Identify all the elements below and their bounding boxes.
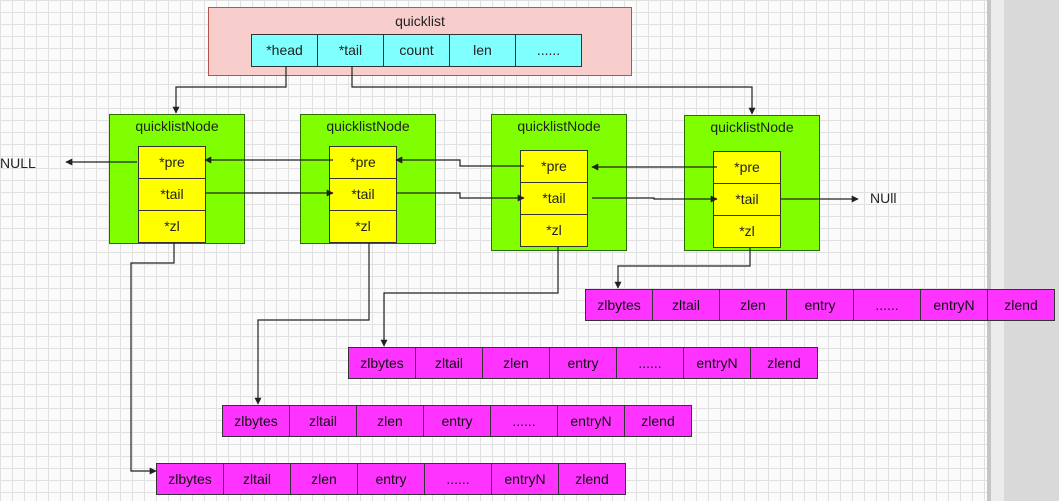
node-pointers: *pre *tail *zl	[520, 150, 588, 247]
ziplist-field-entry: entry	[549, 347, 617, 379]
ziplist-field-zlend: zlend	[558, 463, 626, 495]
quicklist-fields: *head *tail count len ......	[251, 34, 582, 67]
ziplist-field-zlend: zlend	[624, 405, 692, 437]
ziplist-field-zltail: zltail	[415, 347, 483, 379]
node-title: quicklistNode	[517, 118, 601, 134]
node-field-pre[interactable]: *pre	[520, 150, 588, 183]
canvas-right-panel	[987, 0, 1059, 501]
ziplist-field-entryn: entryN	[557, 405, 625, 437]
node-field-tail[interactable]: *tail	[329, 178, 397, 211]
null-label-right: NUll	[870, 190, 897, 206]
ziplist-field-zlbytes: zlbytes	[585, 289, 653, 321]
null-label-left: NULL	[0, 155, 36, 171]
ziplist-field-zlen: zlen	[482, 347, 550, 379]
node-title: quicklistNode	[710, 119, 794, 135]
ziplist-field-more: ......	[424, 463, 492, 495]
ziplist-field-zltail: zltail	[223, 463, 291, 495]
ziplist-field-more: ......	[490, 405, 558, 437]
node-title: quicklistNode	[135, 118, 219, 134]
ziplist-field-entryn: entryN	[491, 463, 559, 495]
ziplist-field-entry: entry	[786, 289, 854, 321]
quicklist-field-head[interactable]: *head	[251, 34, 318, 67]
ziplist-field-zlend: zlend	[750, 347, 818, 379]
node2-zl-arrow	[254, 243, 370, 405]
ziplist-field-more: ......	[853, 289, 921, 321]
ziplist-field-entryn: entryN	[920, 289, 988, 321]
node1-zl-arrow	[130, 243, 175, 475]
node3-prev-arrow	[395, 156, 524, 167]
quicklist-node-1[interactable]: quicklistNode *pre *tail *zl	[109, 114, 245, 244]
quicklist-node-3[interactable]: quicklistNode *pre *tail *zl	[491, 114, 627, 251]
node-field-zl[interactable]: *zl	[520, 214, 588, 247]
quicklist-field-len[interactable]: len	[449, 34, 516, 67]
ziplist-field-entry: entry	[357, 463, 425, 495]
ziplist-node-3[interactable]: zlbytes zltail zlen entry ...... entryN …	[348, 347, 818, 379]
ziplist-field-zltail: zltail	[652, 289, 720, 321]
ziplist-field-zlen: zlen	[719, 289, 787, 321]
ziplist-field-zlbytes: zlbytes	[348, 347, 416, 379]
node3-next-arrow	[592, 195, 718, 203]
quicklist-title: quicklist	[395, 13, 445, 29]
ziplist-field-zlen: zlen	[290, 463, 358, 495]
node-title: quicklistNode	[326, 118, 410, 134]
ziplist-field-more: ......	[616, 347, 684, 379]
ziplist-field-zlend: zlend	[987, 289, 1055, 321]
head-pointer-arrow	[172, 66, 287, 114]
ziplist-node-4[interactable]: zlbytes zltail zlen entry ...... entryN …	[585, 289, 1055, 321]
node-field-zl[interactable]: *zl	[713, 215, 781, 248]
ziplist-field-zlen: zlen	[356, 405, 424, 437]
node-field-zl[interactable]: *zl	[329, 210, 397, 243]
quicklist-field-tail[interactable]: *tail	[317, 34, 384, 67]
quicklist-struct[interactable]: quicklist *head *tail count len ......	[208, 7, 632, 76]
panel-edge	[987, 0, 991, 501]
node-field-tail[interactable]: *tail	[138, 178, 206, 211]
vertical-scrollbar[interactable]	[991, 0, 1004, 501]
node3-zl-arrow	[380, 247, 559, 347]
node2-next-arrow	[396, 192, 525, 202]
ziplist-node-2[interactable]: zlbytes zltail zlen entry ...... entryN …	[222, 405, 692, 437]
node-field-zl[interactable]: *zl	[138, 210, 206, 243]
ziplist-field-zltail: zltail	[289, 405, 357, 437]
quicklist-field-more[interactable]: ......	[515, 34, 582, 67]
quicklist-field-count[interactable]: count	[383, 34, 450, 67]
node-field-tail[interactable]: *tail	[520, 182, 588, 215]
ziplist-field-entryn: entryN	[683, 347, 751, 379]
node4-zl-arrow	[614, 248, 751, 289]
tail-pointer-arrow	[351, 66, 756, 115]
ziplist-field-zlbytes: zlbytes	[222, 405, 290, 437]
ziplist-node-1[interactable]: zlbytes zltail zlen entry ...... entryN …	[156, 463, 626, 495]
